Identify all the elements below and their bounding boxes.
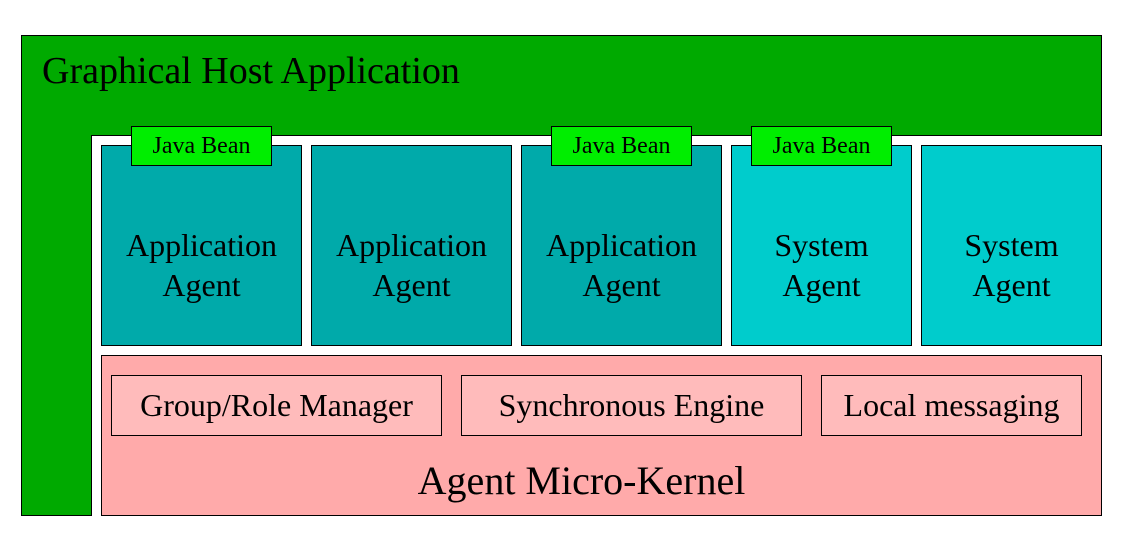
java-bean-tab-3: Java Bean	[751, 126, 892, 166]
group-role-manager-module: Group/Role Manager	[111, 375, 442, 436]
system-agent-1: System Agent	[731, 145, 912, 346]
agent-label-line2: Agent	[582, 266, 661, 303]
application-agent-1: Application Agent	[101, 145, 302, 346]
agent-label-line2: Agent	[972, 266, 1051, 303]
application-agent-3: Application Agent	[521, 145, 722, 346]
agent-label-line1: Application	[335, 226, 488, 263]
synchronous-engine-module: Synchronous Engine	[461, 375, 802, 436]
java-bean-tab-2: Java Bean	[551, 126, 692, 166]
agent-label-line1: System	[964, 226, 1059, 263]
local-messaging-module: Local messaging	[821, 375, 1082, 436]
agent-label-line1: Application	[545, 226, 698, 263]
agent-label-line2: Agent	[162, 266, 241, 303]
agent-label: Application Agent	[336, 187, 487, 305]
java-bean-tab-1: Java Bean	[131, 126, 272, 166]
agent-label: Application Agent	[546, 187, 697, 305]
agent-label-line2: Agent	[372, 266, 451, 303]
host-inner-edge-vertical	[91, 135, 92, 516]
application-agent-2: Application Agent	[311, 145, 512, 346]
host-frame-seam	[22, 133, 91, 137]
agent-label-line1: System	[774, 226, 869, 263]
host-application-title: Graphical Host Application	[42, 50, 460, 92]
kernel-title: Agent Micro-Kernel	[417, 458, 746, 503]
agent-label-line2: Agent	[782, 266, 861, 303]
agent-label: System Agent	[964, 187, 1058, 305]
agent-label-line1: Application	[125, 226, 278, 263]
system-agent-2: System Agent	[921, 145, 1102, 346]
graphical-host-application-frame	[21, 35, 1102, 136]
agent-label: System Agent	[774, 187, 868, 305]
graphical-host-application-side	[21, 135, 92, 516]
agent-label: Application Agent	[126, 187, 277, 305]
